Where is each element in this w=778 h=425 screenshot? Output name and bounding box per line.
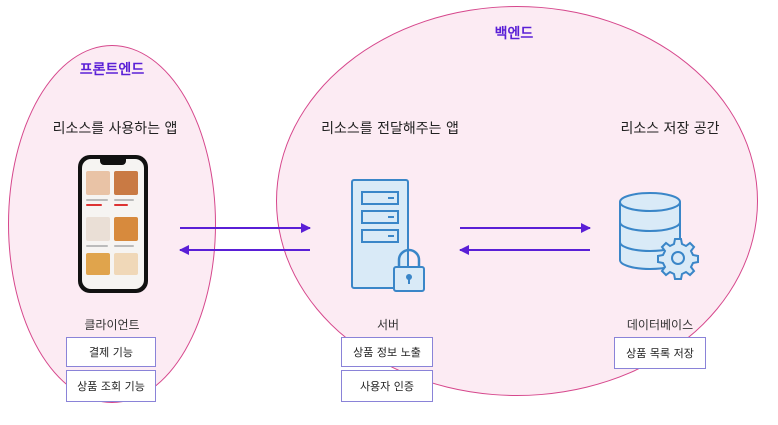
- feature-product-lookup: 상품 조회 기능: [66, 370, 156, 402]
- client-label: 클라이언트: [84, 318, 140, 332]
- database-label: 데이터베이스: [626, 318, 694, 332]
- feature-payment: 결제 기능: [66, 337, 156, 367]
- feature-product-list-storage: 상품 목록 저장: [614, 337, 706, 369]
- database-heading: 리소스 저장 공간: [620, 121, 720, 137]
- feature-user-auth: 사용자 인증: [341, 370, 433, 402]
- smartphone-icon: [78, 155, 148, 293]
- backend-title: 백엔드: [494, 26, 534, 42]
- frontend-title: 프론트엔드: [79, 62, 145, 78]
- server-label: 서버: [376, 318, 400, 332]
- server-lock-icon: [351, 179, 425, 292]
- server-heading: 리소스를 전달해주는 앱: [321, 121, 459, 137]
- frontend-heading: 리소스를 사용하는 앱: [52, 121, 178, 137]
- feature-product-info: 상품 정보 노출: [341, 337, 433, 367]
- database-gear-icon: [619, 192, 699, 280]
